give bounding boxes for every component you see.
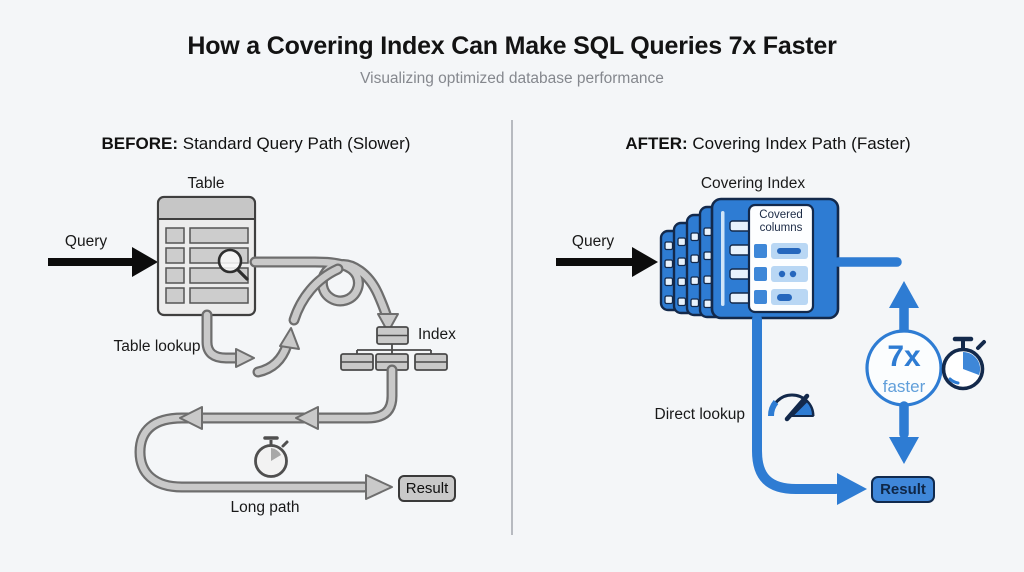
index-tree <box>340 326 448 371</box>
before-diagram <box>48 195 448 500</box>
long-path-arrow <box>134 364 398 500</box>
speed-value: 7x <box>887 340 921 373</box>
table-label: Table <box>187 175 225 192</box>
speed-down-arrow <box>889 401 919 464</box>
covered-columns-label: Covered columns <box>759 209 803 235</box>
table-graphic <box>156 195 257 317</box>
panel-divider <box>511 120 513 535</box>
speed-up-arrow <box>889 281 919 342</box>
table-lookup-arrow <box>201 309 255 368</box>
covered-columns-rows <box>754 243 808 305</box>
return-up-arrow <box>252 263 344 378</box>
covering-index-stack <box>659 197 840 320</box>
magnifier-icon <box>217 248 249 281</box>
covering-index-card <box>710 197 840 320</box>
stopwatch-icon <box>254 436 289 478</box>
gauge-icon <box>768 393 815 422</box>
after-heading-bold: AFTER: <box>625 134 688 153</box>
index-label: Index <box>418 326 456 343</box>
page-title: How a Covering Index Can Make SQL Querie… <box>187 32 837 60</box>
before-query-label: Query <box>64 233 108 250</box>
after-heading-rest: Covering Index Path (Faster) <box>687 134 911 153</box>
before-heading-bold: BEFORE: <box>101 134 179 153</box>
table-lookup-label: Table lookup <box>113 338 201 355</box>
stopwatch-icon <box>941 336 986 391</box>
before-heading-rest: Standard Query Path (Slower) <box>178 134 411 153</box>
lookup-loop-arrow <box>249 256 399 333</box>
before-result-box: Result <box>398 475 456 502</box>
after-diagram <box>556 197 986 505</box>
speed-caption: faster <box>882 377 926 396</box>
direct-lookup-label: Direct lookup <box>654 406 745 423</box>
long-path-label: Long path <box>230 499 300 516</box>
after-result-label: Result <box>880 481 926 498</box>
query-arrow <box>556 247 658 277</box>
after-query-label: Query <box>571 233 615 250</box>
after-heading: AFTER: Covering Index Path (Faster) <box>512 134 1024 154</box>
covering-index-label: Covering Index <box>700 175 806 192</box>
before-result-label: Result <box>405 480 449 497</box>
page-subtitle: Visualizing optimized database performan… <box>360 70 664 87</box>
after-result-box: Result <box>871 476 935 503</box>
direct-lookup-arrow <box>752 314 867 505</box>
before-heading: BEFORE: Standard Query Path (Slower) <box>0 134 512 154</box>
query-arrow <box>48 247 158 277</box>
